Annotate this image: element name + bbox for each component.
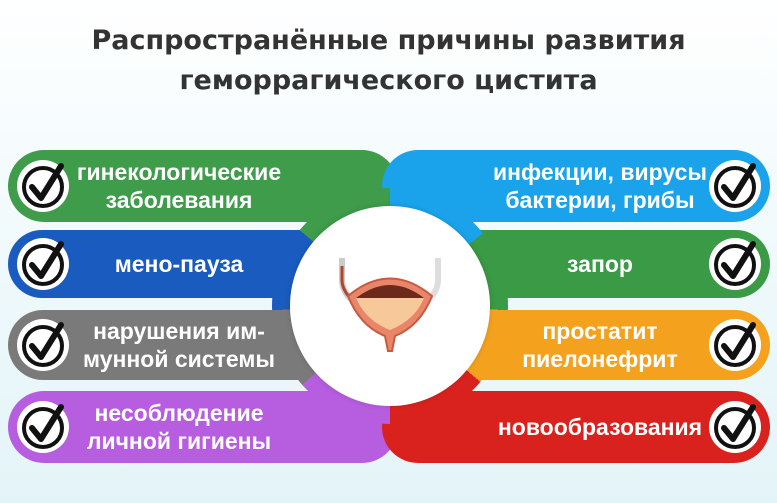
cause-label: нарушения им-мунной системы bbox=[83, 317, 275, 373]
title-line-1: Распространённые причины развития bbox=[91, 25, 686, 56]
bladder-illustration bbox=[339, 258, 441, 352]
check-circle-icon bbox=[17, 319, 69, 371]
cause-label-line-1: инфекции, вирусы bbox=[492, 159, 708, 185]
cause-label-line-1: простатит bbox=[542, 318, 658, 344]
cause-label-line-2: бактерии, грибы bbox=[505, 187, 695, 213]
check-circle-icon bbox=[709, 401, 761, 453]
check-circle-icon bbox=[709, 160, 761, 212]
cause-label-line-1: гинекологические bbox=[76, 159, 282, 185]
check-circle-icon bbox=[17, 401, 69, 453]
cause-label-line-1: мено-пауза bbox=[114, 251, 244, 277]
check-circle-icon bbox=[17, 160, 69, 212]
center-circle bbox=[290, 206, 490, 406]
center-ring bbox=[272, 188, 508, 424]
cause-label-line-2: пиелонефрит bbox=[522, 346, 678, 372]
check-circle-icon bbox=[17, 238, 69, 290]
cause-label-line-2: мунной системы bbox=[83, 346, 275, 372]
cause-label-line-1: нарушения им- bbox=[93, 318, 265, 344]
check-circle-icon bbox=[709, 238, 761, 290]
check-circle-icon bbox=[709, 319, 761, 371]
cause-label: новообразования bbox=[498, 413, 702, 441]
cause-label: запор bbox=[567, 250, 633, 278]
cause-label-line-2: заболевания bbox=[105, 187, 253, 213]
cause-label-line-2: личной гигиены bbox=[86, 428, 272, 454]
cause-label-line-1: несоблюдение bbox=[94, 400, 264, 426]
cause-label-line-1: запор bbox=[567, 251, 633, 277]
cause-label: мено-пауза bbox=[115, 250, 244, 278]
cause-label-line-1: новообразования bbox=[497, 414, 703, 440]
title-line-2: геморрагического цистита bbox=[179, 65, 598, 96]
